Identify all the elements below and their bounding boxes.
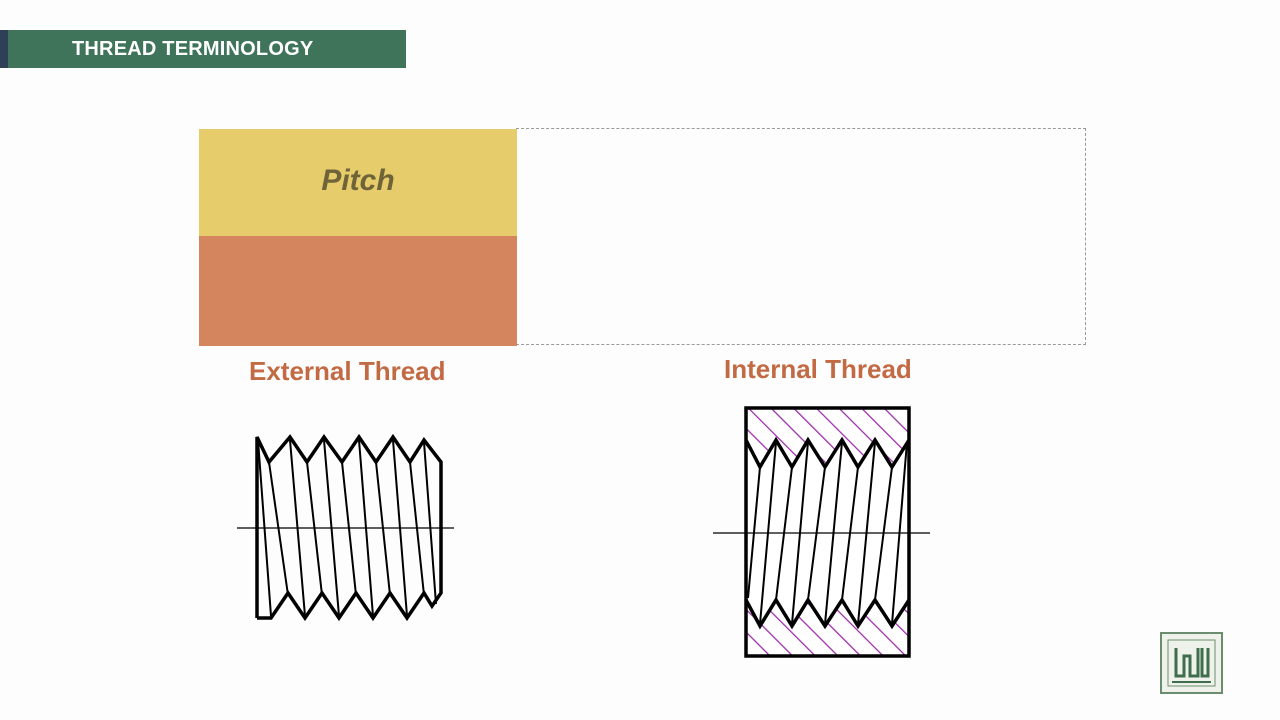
- internal-helix-lines: [747, 441, 908, 625]
- title-bar: THREAD TERMINOLOGY: [0, 30, 406, 68]
- title-bar-edge: [0, 30, 8, 68]
- university-logo: [1160, 632, 1223, 694]
- external-helix-lines: [257, 439, 437, 617]
- external-thread-caption: External Thread: [249, 356, 446, 386]
- external-thread-profile: [255, 433, 443, 622]
- internal-outline: [744, 406, 911, 658]
- internal-thread-caption: Internal Thread: [724, 354, 912, 384]
- term-pitch-box: Pitch: [199, 129, 517, 236]
- internal-profile-bottom: [744, 596, 911, 630]
- slide-title: THREAD TERMINOLOGY: [72, 37, 314, 60]
- internal-thread-drawing: [713, 406, 930, 658]
- external-thread-drawing: [237, 433, 454, 622]
- term-next-box: [199, 236, 517, 346]
- term-pitch-label: Pitch: [321, 163, 395, 197]
- logo-emblem-icon: [1167, 639, 1216, 687]
